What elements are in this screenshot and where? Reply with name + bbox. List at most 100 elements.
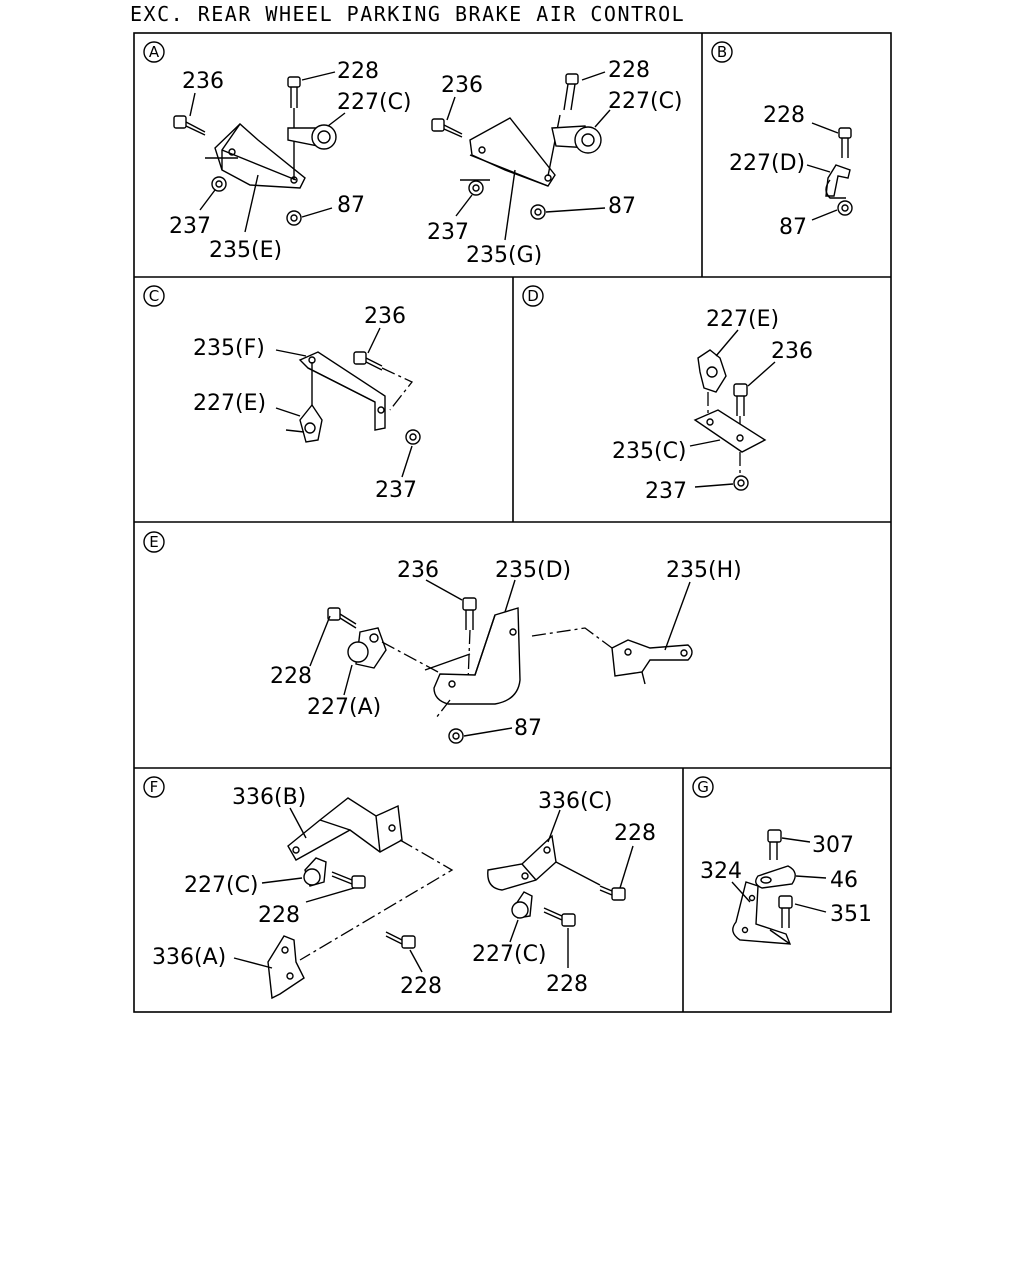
nut-87-drawing xyxy=(286,210,302,226)
svg-text:E: E xyxy=(149,533,158,551)
label-336b: 336(B) xyxy=(232,785,306,810)
leader-lines-e xyxy=(309,579,691,737)
label-227c: 227(C) xyxy=(472,942,547,967)
label-228: 228 xyxy=(763,103,805,128)
bracket-235d-drawing xyxy=(424,607,521,705)
bracket-235h-drawing xyxy=(531,627,693,685)
bolt-351-drawing xyxy=(778,895,793,928)
section-b-marker: B xyxy=(711,41,733,63)
clip-227c-drawing xyxy=(551,125,602,154)
leader-lines-g xyxy=(731,837,827,913)
label-227d: 227(D) xyxy=(729,151,805,176)
label-228: 228 xyxy=(546,972,588,997)
label-235d: 235(D) xyxy=(495,558,571,583)
bracket-235e-drawing xyxy=(205,123,306,189)
leader-lines-c xyxy=(275,327,413,478)
svg-text:B: B xyxy=(717,43,727,61)
bolt-228-drawing xyxy=(838,127,852,158)
clip-227e-drawing xyxy=(285,403,323,443)
nut-237-drawing xyxy=(733,475,749,491)
section-a-marker: A xyxy=(143,41,165,63)
label-235c: 235(C) xyxy=(612,439,687,464)
label-46: 46 xyxy=(830,868,858,893)
panel-frames xyxy=(133,32,892,1013)
bolt-228-drawing xyxy=(287,76,301,180)
svg-text:A: A xyxy=(149,43,160,61)
leader-lines-d xyxy=(689,329,776,488)
label-236: 236 xyxy=(182,69,224,94)
bolt-307-drawing xyxy=(767,829,782,860)
label-236: 236 xyxy=(771,339,813,364)
bolt-228-drawing xyxy=(547,73,579,177)
bracket-336a-drawing xyxy=(267,935,305,1000)
bolt-236-drawing xyxy=(431,118,463,138)
clip-227c-drawing xyxy=(303,857,327,887)
label-237: 237 xyxy=(375,478,417,503)
plate-235c-drawing xyxy=(693,409,767,474)
label-228: 228 xyxy=(608,58,650,83)
label-235h: 235(H) xyxy=(666,558,742,583)
label-228: 228 xyxy=(400,974,442,999)
clip-227c-drawing xyxy=(511,891,533,919)
svg-text:C: C xyxy=(149,287,159,305)
bolt-228-drawing xyxy=(327,607,357,629)
label-228: 228 xyxy=(614,821,656,846)
section-c: C 236 235(F xyxy=(143,285,421,503)
nut-87-drawing xyxy=(837,200,853,216)
label-237: 237 xyxy=(427,220,469,245)
section-d-marker: D xyxy=(522,285,544,307)
label-324: 324 xyxy=(700,859,742,884)
bolt-236-drawing xyxy=(462,597,477,683)
label-235e: 235(E) xyxy=(209,238,282,263)
bracket-235g-drawing xyxy=(460,117,556,187)
bracket-324-drawing xyxy=(732,881,792,945)
section-e-marker: E xyxy=(143,531,165,553)
label-351: 351 xyxy=(830,902,872,927)
label-227e: 227(E) xyxy=(706,307,779,332)
label-227c: 227(C) xyxy=(184,873,259,898)
bolt-228-drawing xyxy=(385,931,416,949)
bolt-228-drawing xyxy=(543,907,576,927)
section-a: A xyxy=(143,41,683,268)
bracket-336c-drawing xyxy=(487,834,601,891)
label-236: 236 xyxy=(441,73,483,98)
label-227a: 227(A) xyxy=(307,695,381,720)
nut-237-drawing xyxy=(405,429,421,445)
label-237: 237 xyxy=(169,214,211,239)
label-336c: 336(C) xyxy=(538,789,613,814)
diagram-title: EXC. REAR WHEEL PARKING BRAKE AIR CONTRO… xyxy=(130,2,686,26)
section-f: F xyxy=(143,776,656,1000)
leader-lines-a-left xyxy=(189,71,346,233)
bolt-228-drawing xyxy=(599,885,626,901)
section-g: G 307 324 46 351 xyxy=(692,776,872,945)
clip-227e-drawing xyxy=(697,349,727,420)
label-87: 87 xyxy=(514,716,542,741)
clip-227c-drawing xyxy=(287,124,337,150)
bolt-236-drawing xyxy=(173,115,206,136)
bracket-336b-drawing xyxy=(287,797,454,961)
label-227c: 227(C) xyxy=(337,90,412,115)
svg-text:G: G xyxy=(697,778,709,796)
section-d: D 227(E) 236 2 xyxy=(522,285,813,504)
label-336a: 336(A) xyxy=(152,945,226,970)
clip-46-drawing xyxy=(755,865,796,889)
leader-lines-f xyxy=(233,807,634,973)
label-235f: 235(F) xyxy=(193,336,265,361)
label-87: 87 xyxy=(608,194,636,219)
section-g-marker: G xyxy=(692,776,714,798)
label-235g: 235(G) xyxy=(466,243,542,268)
section-f-marker: F xyxy=(143,776,165,798)
section-c-marker: C xyxy=(143,285,165,307)
nut-237-drawing xyxy=(211,176,227,192)
label-236: 236 xyxy=(364,304,406,329)
label-228: 228 xyxy=(337,59,379,84)
leader-lines-b xyxy=(806,122,839,221)
label-237: 237 xyxy=(645,479,687,504)
label-87: 87 xyxy=(337,193,365,218)
bolt-228-drawing xyxy=(331,871,366,889)
svg-text:F: F xyxy=(150,778,159,796)
label-228: 228 xyxy=(258,903,300,928)
clip-227a-drawing xyxy=(347,627,439,673)
svg-text:D: D xyxy=(527,287,539,305)
